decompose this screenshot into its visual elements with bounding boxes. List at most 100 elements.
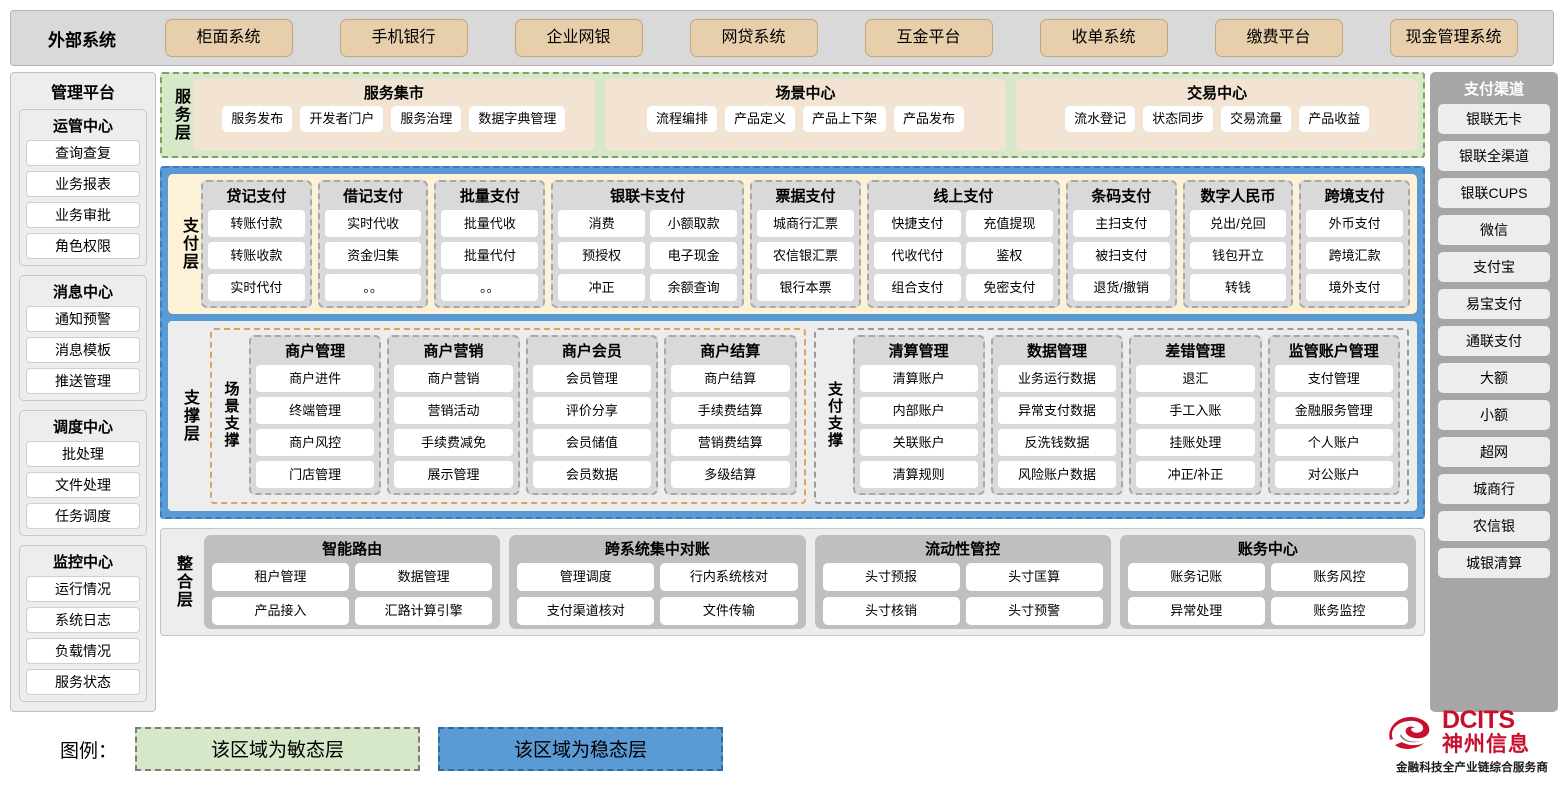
payment-channel-item[interactable]: 易宝支付: [1438, 289, 1550, 319]
service-item[interactable]: 产品上下架: [803, 106, 887, 132]
support-item[interactable]: 个人账户: [1274, 429, 1393, 456]
payment-item[interactable]: 实时代付: [208, 274, 305, 301]
payment-item[interactable]: 实时代收: [324, 210, 422, 237]
integration-item[interactable]: 头寸核销: [822, 597, 960, 625]
integration-item[interactable]: 异常处理: [1127, 597, 1265, 625]
support-item[interactable]: 反洗钱数据: [997, 429, 1117, 456]
service-item[interactable]: 产品发布: [894, 106, 965, 132]
payment-item[interactable]: 境外支付: [1306, 274, 1404, 301]
mgmt-item[interactable]: 角色权限: [26, 233, 140, 259]
support-item[interactable]: 会员数据: [532, 461, 652, 488]
support-item[interactable]: 商户营销: [394, 365, 513, 392]
payment-item[interactable]: 冲正: [558, 274, 646, 301]
payment-item[interactable]: 电子现金: [650, 242, 738, 269]
payment-item[interactable]: 银行本票: [757, 274, 854, 301]
external-system-item[interactable]: 缴费平台: [1214, 19, 1343, 57]
payment-channel-item[interactable]: 银联CUPS: [1438, 178, 1550, 208]
service-item[interactable]: 服务发布: [222, 106, 293, 132]
payment-item[interactable]: 资金归集: [324, 242, 422, 269]
support-item[interactable]: 手工入账: [1136, 397, 1255, 424]
mgmt-item[interactable]: 批处理: [26, 441, 140, 467]
support-item[interactable]: 营销费结算: [671, 429, 790, 456]
support-item[interactable]: 关联账户: [859, 429, 978, 456]
support-item[interactable]: 多级结算: [671, 461, 790, 488]
support-item[interactable]: 风险账户数据: [997, 461, 1117, 488]
service-item[interactable]: 服务治理: [391, 106, 462, 132]
mgmt-item[interactable]: 业务审批: [26, 202, 140, 228]
support-item[interactable]: 手续费结算: [671, 397, 790, 424]
payment-channel-item[interactable]: 银联全渠道: [1438, 141, 1550, 171]
integration-item[interactable]: 文件传输: [660, 597, 798, 625]
integration-item[interactable]: 头寸预报: [822, 563, 960, 591]
payment-item[interactable]: 充值提现: [965, 210, 1053, 237]
support-item[interactable]: 展示管理: [394, 461, 513, 488]
payment-item[interactable]: 被扫支付: [1072, 242, 1170, 269]
integration-item[interactable]: 账务记账: [1127, 563, 1265, 591]
support-item[interactable]: 手续费减免: [394, 429, 513, 456]
external-system-item[interactable]: 现金管理系统: [1389, 19, 1518, 57]
integration-item[interactable]: 账务风控: [1270, 563, 1408, 591]
support-item[interactable]: 挂账处理: [1136, 429, 1255, 456]
integration-item[interactable]: 支付渠道核对: [517, 597, 655, 625]
payment-item[interactable]: 预授权: [558, 242, 646, 269]
payment-item[interactable]: 鉴权: [965, 242, 1053, 269]
integration-item[interactable]: 产品接入: [212, 597, 350, 625]
payment-item[interactable]: 农信银汇票: [757, 242, 854, 269]
support-item[interactable]: 异常支付数据: [997, 397, 1117, 424]
support-item[interactable]: 终端管理: [256, 397, 375, 424]
support-item[interactable]: 业务运行数据: [997, 365, 1117, 392]
payment-item[interactable]: 批量代收: [441, 210, 539, 237]
payment-item[interactable]: 。。: [441, 274, 539, 301]
payment-channel-item[interactable]: 城银清算: [1438, 548, 1550, 578]
payment-channel-item[interactable]: 微信: [1438, 215, 1550, 245]
payment-item[interactable]: 代收代付: [873, 242, 961, 269]
external-system-item[interactable]: 互金平台: [864, 19, 993, 57]
payment-item[interactable]: 钱包开立: [1189, 242, 1287, 269]
payment-item[interactable]: 转账收款: [208, 242, 305, 269]
payment-item[interactable]: 免密支付: [965, 274, 1053, 301]
payment-channel-item[interactable]: 通联支付: [1438, 326, 1550, 356]
payment-channel-item[interactable]: 大额: [1438, 363, 1550, 393]
mgmt-item[interactable]: 系统日志: [26, 607, 140, 633]
payment-item[interactable]: 组合支付: [873, 274, 961, 301]
service-item[interactable]: 数据字典管理: [469, 106, 566, 132]
payment-item[interactable]: 消费: [558, 210, 646, 237]
payment-item[interactable]: 转钱: [1189, 274, 1287, 301]
payment-channel-item[interactable]: 农信银: [1438, 511, 1550, 541]
integration-item[interactable]: 头寸预警: [965, 597, 1103, 625]
support-item[interactable]: 商户结算: [671, 365, 790, 392]
support-item[interactable]: 支付管理: [1274, 365, 1393, 392]
mgmt-item[interactable]: 业务报表: [26, 171, 140, 197]
service-item[interactable]: 开发者门户: [300, 106, 384, 132]
payment-channel-item[interactable]: 超网: [1438, 437, 1550, 467]
integration-item[interactable]: 头寸匡算: [965, 563, 1103, 591]
external-system-item[interactable]: 柜面系统: [164, 19, 293, 57]
service-item[interactable]: 产品收益: [1299, 106, 1370, 132]
support-item[interactable]: 商户风控: [256, 429, 375, 456]
mgmt-item[interactable]: 消息模板: [26, 337, 140, 363]
payment-item[interactable]: 兑出/兑回: [1189, 210, 1287, 237]
mgmt-item[interactable]: 推送管理: [26, 368, 140, 394]
payment-item[interactable]: 。。: [324, 274, 422, 301]
integration-item[interactable]: 账务监控: [1270, 597, 1408, 625]
payment-item[interactable]: 快捷支付: [873, 210, 961, 237]
payment-channel-item[interactable]: 银联无卡: [1438, 104, 1550, 134]
support-item[interactable]: 会员管理: [532, 365, 652, 392]
service-item[interactable]: 流程编排: [646, 106, 717, 132]
mgmt-item[interactable]: 查询查复: [26, 140, 140, 166]
support-item[interactable]: 冲正/补正: [1136, 461, 1255, 488]
integration-item[interactable]: 行内系统核对: [660, 563, 798, 591]
support-item[interactable]: 清算账户: [859, 365, 978, 392]
integration-item[interactable]: 租户管理: [212, 563, 350, 591]
payment-item[interactable]: 主扫支付: [1072, 210, 1170, 237]
payment-item[interactable]: 退货/撤销: [1072, 274, 1170, 301]
external-system-item[interactable]: 收单系统: [1039, 19, 1168, 57]
payment-item[interactable]: 小额取款: [650, 210, 738, 237]
external-system-item[interactable]: 企业网银: [514, 19, 643, 57]
payment-channel-item[interactable]: 小额: [1438, 400, 1550, 430]
support-item[interactable]: 评价分享: [532, 397, 652, 424]
payment-item[interactable]: 余额查询: [650, 274, 738, 301]
payment-item[interactable]: 跨境汇款: [1306, 242, 1404, 269]
service-item[interactable]: 产品定义: [724, 106, 795, 132]
support-item[interactable]: 内部账户: [859, 397, 978, 424]
